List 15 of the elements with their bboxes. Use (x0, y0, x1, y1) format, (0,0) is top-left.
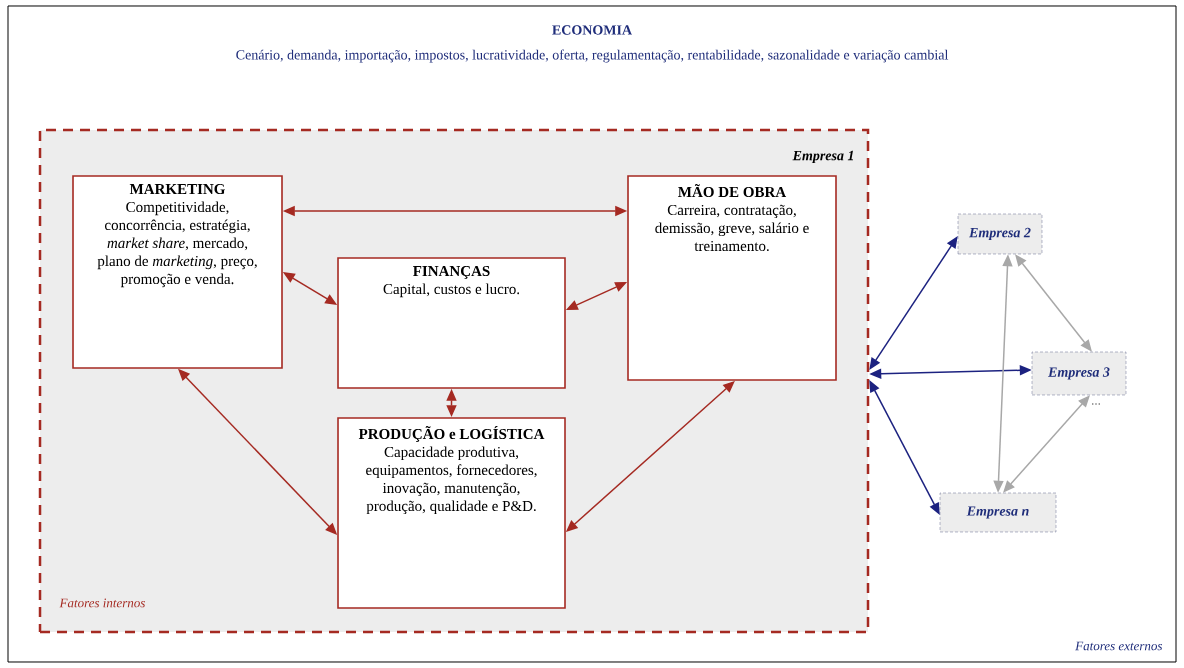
company-box: Empresa 2 (957, 213, 1043, 255)
title: ECONOMIA (552, 25, 632, 35)
ellipsis: ... (1092, 403, 1101, 405)
factor-box: PRODUÇÃO e LOGÍSTICA Capacidade produtiva, equipamentos, fornecedores, inovação, manutenção, produção, qualidade e P&D. (337, 417, 566, 609)
region-label: Empresa 1 (792, 150, 854, 164)
arrow (1003, 395, 1090, 493)
factor-box: FINANÇAS Capital, custos e lucro. (337, 257, 566, 389)
subtitle: Cenário, demanda, importação, impostos, lucratividade, oferta, regulamentação, rentabilidade, sazonalidade e variação cambial (236, 49, 949, 63)
region-label: Fatores internos (59, 598, 145, 608)
factor-box: MÃO DE OBRA Carreira, contratação, demissão, greve, salário e treinamento. (627, 175, 837, 381)
region-label: Fatores externos (1075, 641, 1163, 651)
factor-box: MARKETING Competitividade, concorrência, estratégia, market share, mercado, plano de marketing, preço, promoção e venda. (72, 175, 283, 369)
arrow (869, 236, 958, 370)
company-box: Empresa n (939, 492, 1057, 533)
company-box: Empresa 3 (1031, 351, 1127, 396)
